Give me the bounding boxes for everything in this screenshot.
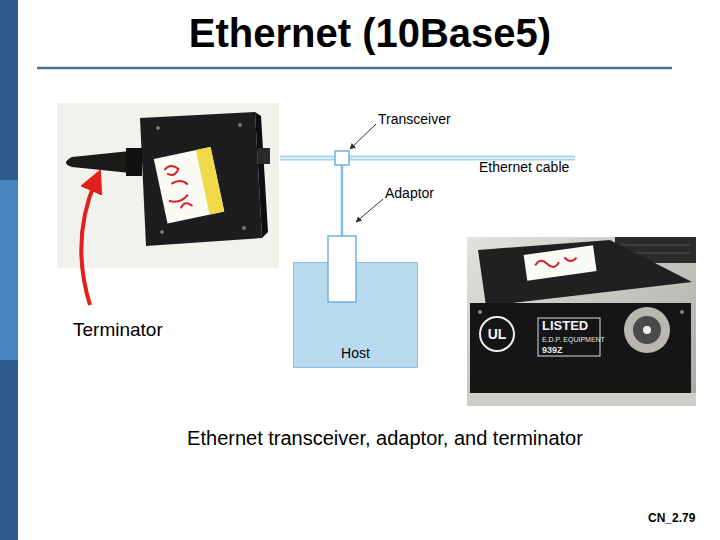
side-stripe xyxy=(0,180,18,360)
part-label: Transceiver xyxy=(378,111,451,127)
part-label: Adaptor xyxy=(385,185,434,201)
leader-line xyxy=(350,124,376,149)
part-label: Ethernet cable xyxy=(479,159,569,175)
adaptor-card xyxy=(328,236,356,302)
leader-line xyxy=(356,199,383,222)
adaptor-cable xyxy=(341,165,344,238)
host-box: Host xyxy=(293,262,418,368)
photo-label: 939Z xyxy=(542,345,563,355)
slide-title: Ethernet (10Base5) xyxy=(40,10,700,56)
photo-label: LISTED xyxy=(542,319,588,334)
part-label: Terminator xyxy=(73,319,163,341)
ethernet-cable xyxy=(280,157,575,159)
photo-label: E.D.P. EQUIPMENT xyxy=(542,336,605,344)
page-number: CN_2.79 xyxy=(648,512,695,526)
slide-caption: Ethernet transceiver, adaptor, and termi… xyxy=(55,427,715,450)
node-label: Host xyxy=(294,345,417,361)
logo-text: UL xyxy=(488,326,507,342)
side-stripe xyxy=(0,360,18,540)
transceiver-photo xyxy=(467,237,696,406)
terminator-arrow xyxy=(81,180,96,305)
title-rule xyxy=(37,67,672,70)
transceiver-box xyxy=(335,151,349,165)
side-stripe xyxy=(0,0,18,180)
terminator-photo xyxy=(57,103,279,268)
